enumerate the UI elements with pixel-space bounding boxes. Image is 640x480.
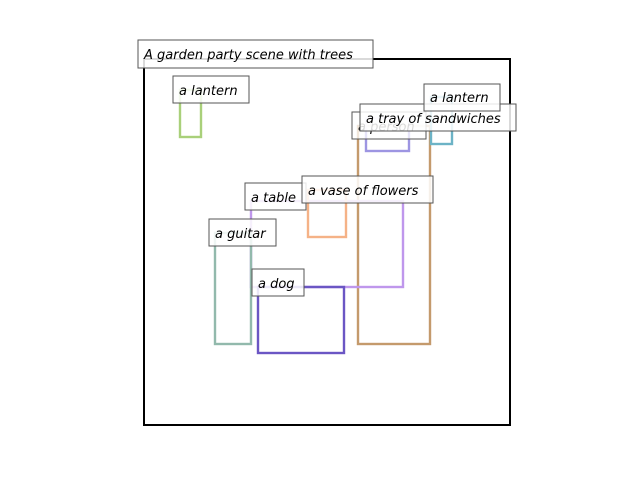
label-dog-box: [251, 268, 305, 297]
box-guitar: [213, 231, 253, 346]
label-vase-text: a vase of flowers: [308, 184, 419, 199]
label-lantern-left-text: a lantern: [179, 84, 238, 99]
label-lantern-right-text: a lantern: [430, 91, 489, 106]
label-vase-box: [301, 175, 434, 204]
box-dog: [256, 285, 346, 355]
label-lantern-left: a lantern: [172, 75, 250, 104]
title-label-box: [137, 39, 374, 69]
label-dog-text: a dog: [258, 277, 295, 292]
label-guitar-box: [208, 218, 277, 247]
title-label: A garden party scene with trees: [137, 39, 374, 69]
label-lantern-left-box: [172, 75, 250, 104]
label-lantern-right-box: [423, 83, 501, 112]
label-guitar-text: a guitar: [215, 227, 267, 242]
label-guitar: a guitar: [208, 218, 277, 247]
label-dog: a dog: [251, 268, 305, 297]
label-table: a table: [244, 182, 307, 211]
label-lantern-right: a lantern: [423, 83, 501, 112]
label-vase: a vase of flowers: [301, 175, 434, 204]
label-table-text: a table: [251, 191, 296, 206]
title-label-text: A garden party scene with trees: [143, 48, 353, 63]
label-tray-text: a tray of sandwiches: [366, 112, 501, 127]
box-person: [356, 124, 432, 346]
